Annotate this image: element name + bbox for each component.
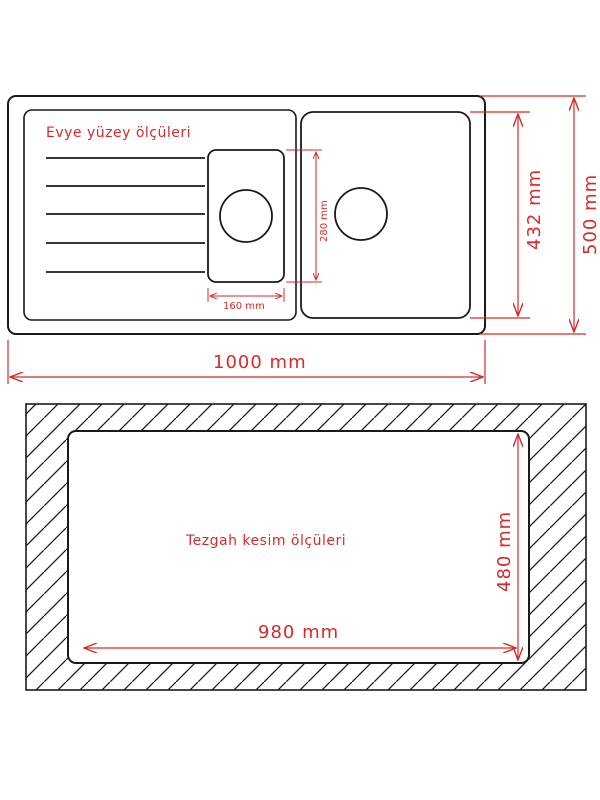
large-bowl-drain xyxy=(334,187,388,241)
small-bowl-drain xyxy=(219,189,273,243)
top-view: Evye yüzey ölçüleri 160 mm 280 mm 432 mm xyxy=(7,95,600,384)
dimension-500 xyxy=(480,95,586,335)
drainboard-outline xyxy=(23,109,297,321)
cut-width-label: 980 mm xyxy=(258,622,339,643)
sink-outer-outline xyxy=(7,95,486,335)
cutout-view: Tezgah kesim ölçüleri 980 mm 480 mm xyxy=(25,403,587,691)
drain-grooves xyxy=(46,157,205,273)
small-bowl xyxy=(207,149,285,283)
cutout-view-title: Tezgah kesim ölçüleri xyxy=(185,533,346,549)
total-width-label: 1000 mm xyxy=(213,352,307,373)
dimension-280 xyxy=(286,149,322,283)
dimension-160 xyxy=(207,288,285,302)
top-view-title: Evye yüzey ölçüleri xyxy=(46,125,191,141)
inner-height-label: 432 mm xyxy=(524,169,545,250)
total-height-label: 500 mm xyxy=(580,174,600,255)
cutout-opening xyxy=(67,430,530,664)
large-bowl xyxy=(300,111,471,319)
dimension-1000 xyxy=(7,340,486,384)
dimension-432 xyxy=(470,111,530,319)
cut-height-label: 480 mm xyxy=(494,511,515,592)
small-bowl-width-label: 160 mm xyxy=(223,301,265,312)
small-bowl-height-label: 280 mm xyxy=(319,200,330,242)
